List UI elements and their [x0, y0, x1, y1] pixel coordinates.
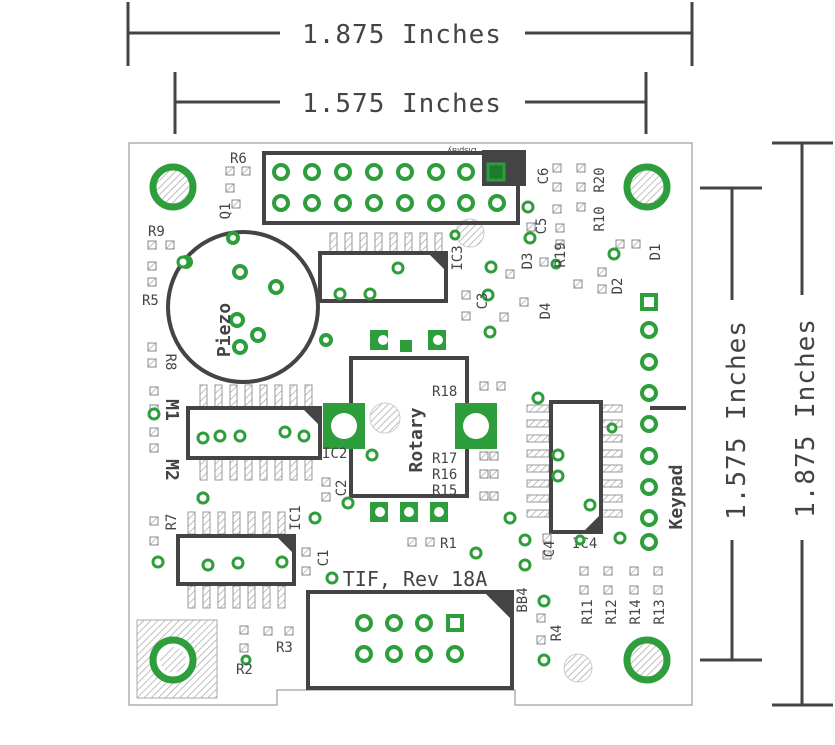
keypad-label: Keypad	[666, 464, 687, 529]
r20-label: R20	[592, 167, 608, 192]
ic1-label: IC1	[288, 505, 304, 530]
piezo-label: Piezo	[214, 303, 235, 357]
c3-label: C3	[475, 293, 491, 310]
d3-label: D3	[520, 253, 536, 270]
r9-label: R9	[148, 224, 165, 240]
ic3: IC3	[318, 232, 466, 303]
vias	[147, 200, 627, 667]
ic1: IC1	[176, 505, 304, 609]
rotary-label: Rotary	[406, 407, 427, 472]
piezo: Piezo	[166, 230, 333, 384]
keypad-header: Keypad	[640, 293, 687, 551]
r6-label: R6	[230, 151, 247, 167]
c4-label: C4	[542, 541, 558, 558]
c5-label: C5	[534, 218, 550, 235]
m2-label: M2	[161, 459, 182, 481]
r8-label: R8	[162, 354, 178, 371]
r12-label: R12	[604, 599, 620, 624]
r19-label: R19	[553, 242, 569, 267]
r3-label: R3	[276, 640, 293, 656]
component-labels: R6 Q1 R9 R5 R8 R7 C6 R20 R10 C5 R19 D1 D…	[142, 151, 668, 678]
r2-label: R2	[236, 662, 253, 678]
r18-label: R18	[432, 384, 457, 400]
top-inner-dimension-label: 1.575 Inches	[302, 89, 502, 119]
r10-label: R10	[592, 206, 608, 231]
ic3-label: IC3	[450, 245, 466, 270]
c2-label: C2	[334, 480, 350, 497]
r16-label: R16	[432, 467, 457, 483]
bb4-label: BB4	[515, 587, 531, 612]
r7-label: R7	[164, 514, 180, 531]
r14-label: R14	[628, 599, 644, 624]
right-inner-dimension: 1.575 Inches	[700, 186, 762, 662]
d2-label: D2	[610, 278, 626, 295]
rotary-encoder: Rotary	[323, 330, 497, 522]
display-header: Display	[262, 146, 526, 225]
ic2: IC2 M1 M2	[161, 384, 347, 505]
q1-label: Q1	[218, 203, 234, 220]
r4-label: R4	[549, 625, 565, 642]
right-outer-dimension-label: 1.875 Inches	[791, 318, 821, 518]
c1-label: C1	[316, 550, 332, 567]
bottom-connector: TIF, Rev 18A BB4	[306, 567, 531, 690]
r13-label: R13	[652, 599, 668, 624]
ic2-label: IC2	[322, 446, 347, 462]
display-label: Display	[447, 146, 477, 155]
r11-label: R11	[580, 599, 596, 624]
mounting-holes	[136, 163, 671, 699]
r17-label: R17	[432, 451, 457, 467]
right-outer-dimension: 1.875 Inches	[772, 141, 833, 707]
d1-label: D1	[648, 244, 664, 261]
r5-label: R5	[142, 293, 159, 309]
c6-label: C6	[536, 168, 552, 185]
d4-label: D4	[538, 303, 554, 320]
top-outer-dimension-label: 1.875 Inches	[302, 20, 502, 50]
r1-label: R1	[440, 536, 457, 552]
right-inner-dimension-label: 1.575 Inches	[722, 320, 752, 520]
board-title: TIF, Rev 18A	[343, 567, 488, 591]
top-inner-dimension: 1.575 Inches	[173, 72, 648, 134]
r15-label: R15	[432, 483, 457, 499]
top-outer-dimension: 1.875 Inches	[126, 2, 694, 66]
m1-label: M1	[161, 399, 182, 421]
